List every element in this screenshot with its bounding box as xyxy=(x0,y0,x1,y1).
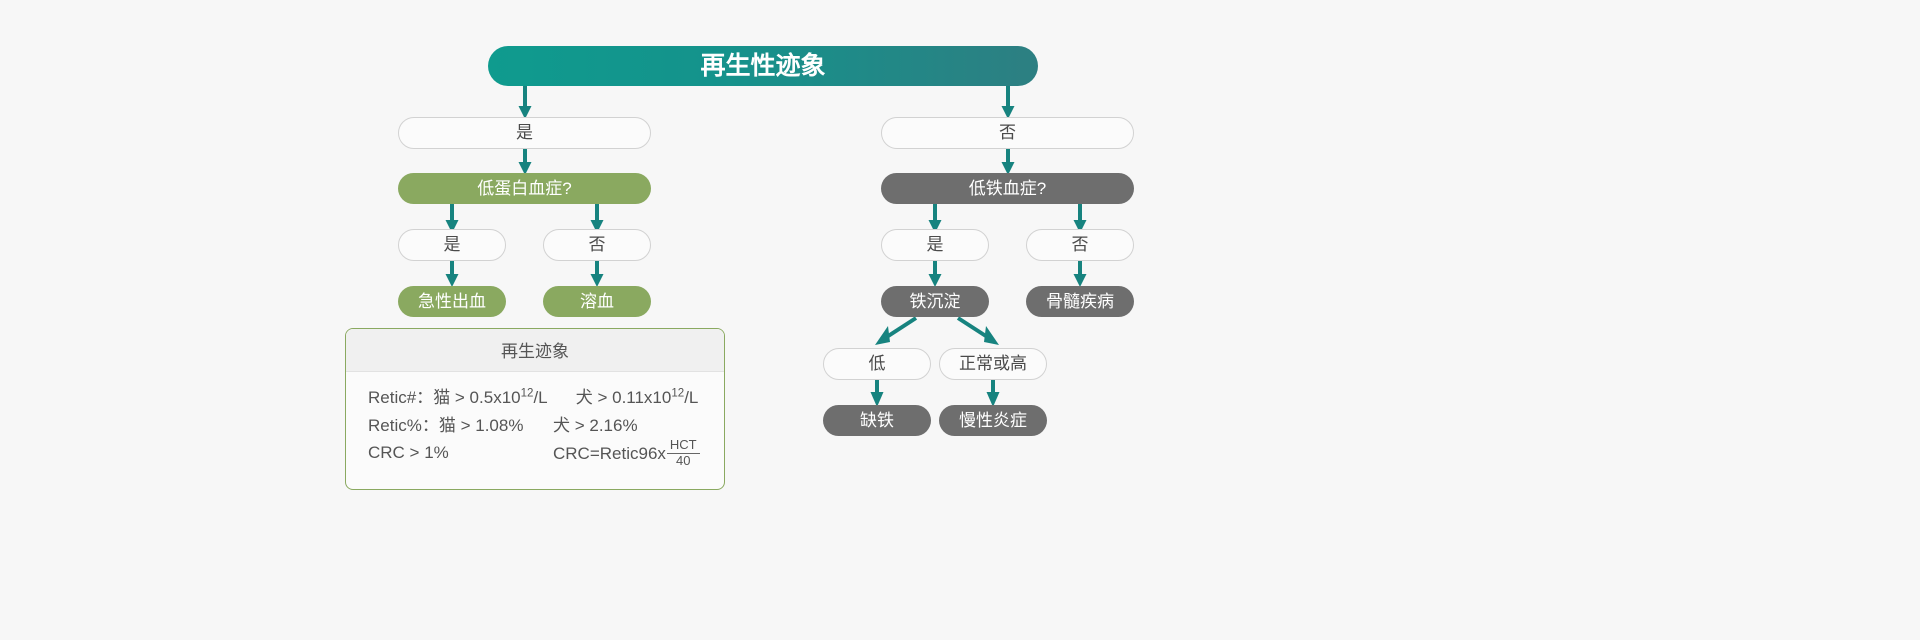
iron-result-inflammation-label: 慢性炎症 xyxy=(959,410,1027,430)
right-branch-answer-label: 否 xyxy=(999,123,1016,143)
left-branch-result-yes-label: 急性出血 xyxy=(418,291,486,311)
title-node: 再生性迹象 xyxy=(488,46,1038,86)
left-branch-no-label: 否 xyxy=(588,235,606,255)
retic-num-dog: 犬 > xyxy=(575,388,613,407)
right-branch-no-label: 否 xyxy=(1071,235,1089,255)
right-branch-result-no[interactable]: 骨髓疾病 xyxy=(1026,286,1134,317)
connector-right-yes-to-result xyxy=(927,260,943,288)
connector-left-yes-to-question xyxy=(517,148,533,176)
connector-low-to-deficiency xyxy=(869,380,885,408)
iron-sub-normal-high[interactable]: 正常或高 xyxy=(939,348,1047,380)
retic-pct-label: Retic%： xyxy=(368,415,439,435)
iron-result-deficiency-label: 缺铁 xyxy=(860,410,894,430)
crc-formula-numerator: HCT xyxy=(666,437,700,454)
connector-title-to-left-yes xyxy=(517,86,533,120)
left-branch-question-label: 低蛋白血症? xyxy=(477,178,572,198)
connector-iron-to-normal-high xyxy=(952,314,1002,350)
retic-pct-cat: 猫 > 1.08% xyxy=(438,415,524,435)
left-branch-yes-label: 是 xyxy=(443,235,461,255)
right-branch-yes[interactable]: 是 xyxy=(881,229,989,261)
retic-num-cat-unit: /L xyxy=(533,388,547,407)
retic-num-dog-value: 0.11x10 xyxy=(612,388,672,407)
right-branch-result-yes-label: 铁沉淀 xyxy=(909,291,961,311)
left-branch-answer[interactable]: 是 xyxy=(398,117,651,149)
connector-title-to-right-no xyxy=(1000,86,1016,120)
left-branch-yes[interactable]: 是 xyxy=(398,229,506,261)
connector-right-question-to-no xyxy=(1072,204,1088,234)
connector-normalhigh-to-inflammation xyxy=(985,380,1001,408)
iron-sub-low-label: 低 xyxy=(868,354,886,374)
info-box-header: 再生迹象 xyxy=(346,329,724,372)
left-branch-no[interactable]: 否 xyxy=(543,229,651,261)
connector-right-no-to-question xyxy=(1000,148,1016,176)
iron-sub-low[interactable]: 低 xyxy=(823,348,931,380)
connector-left-question-to-yes xyxy=(444,204,460,234)
connector-iron-to-low xyxy=(872,314,922,350)
retic-num-cat: 猫 > 0.5x10 xyxy=(433,388,521,407)
retic-pct-dog: 犬 > 2.16% xyxy=(553,415,638,435)
crc-formula-prefix: CRC=Retic96x xyxy=(553,443,666,463)
info-line-retic-number: Retic#：猫 > 0.5x1012/L 犬 > 0.11x1012/L xyxy=(368,384,702,412)
right-branch-question[interactable]: 低铁血症? xyxy=(881,173,1134,204)
iron-sub-normal-high-label: 正常或高 xyxy=(959,354,1027,374)
crc-formula-denominator: 40 xyxy=(676,453,691,468)
right-branch-no[interactable]: 否 xyxy=(1026,229,1134,261)
retic-num-dog-exponent: 12 xyxy=(671,387,685,400)
right-branch-yes-label: 是 xyxy=(926,235,944,255)
left-branch-result-no[interactable]: 溶血 xyxy=(543,286,651,317)
right-branch-result-no-label: 骨髓疾病 xyxy=(1046,291,1114,311)
right-branch-question-label: 低铁血症? xyxy=(968,178,1047,198)
connector-right-question-to-yes xyxy=(927,204,943,234)
info-line-retic-percent: Retic%：猫 > 1.08% 犬 > 2.16% xyxy=(368,412,702,440)
right-branch-result-yes[interactable]: 铁沉淀 xyxy=(881,286,989,317)
left-branch-result-no-label: 溶血 xyxy=(580,291,614,311)
left-branch-result-yes[interactable]: 急性出血 xyxy=(398,286,506,317)
connector-left-yes-to-result xyxy=(444,260,460,288)
iron-result-inflammation[interactable]: 慢性炎症 xyxy=(939,405,1047,436)
info-box-body: Retic#：猫 > 0.5x1012/L 犬 > 0.11x1012/L Re… xyxy=(346,372,724,484)
left-branch-question[interactable]: 低蛋白血症? xyxy=(398,173,651,204)
regeneration-info-box: 再生迹象 Retic#：猫 > 0.5x1012/L 犬 > 0.11x1012… xyxy=(345,328,725,490)
retic-num-label: Retic#： xyxy=(368,388,434,407)
left-branch-answer-label: 是 xyxy=(516,123,533,143)
connector-right-no-to-result xyxy=(1072,260,1088,288)
retic-num-dog-unit: /L xyxy=(684,388,699,407)
connector-left-question-to-no xyxy=(589,204,605,234)
crc-threshold-cell: CRC > 1% xyxy=(368,439,553,470)
title-label: 再生性迹象 xyxy=(700,51,826,80)
right-branch-answer[interactable]: 否 xyxy=(881,117,1134,149)
retic-num-cat-exponent: 12 xyxy=(520,387,534,400)
retic-pct-cat-cell: Retic%：猫 > 1.08% xyxy=(368,412,553,440)
crc-label: CRC > 1% xyxy=(368,443,449,463)
connector-left-no-to-result xyxy=(589,260,605,288)
retic-pct-dog-cell: 犬 > 2.16% xyxy=(553,412,702,440)
iron-result-deficiency[interactable]: 缺铁 xyxy=(823,405,931,436)
